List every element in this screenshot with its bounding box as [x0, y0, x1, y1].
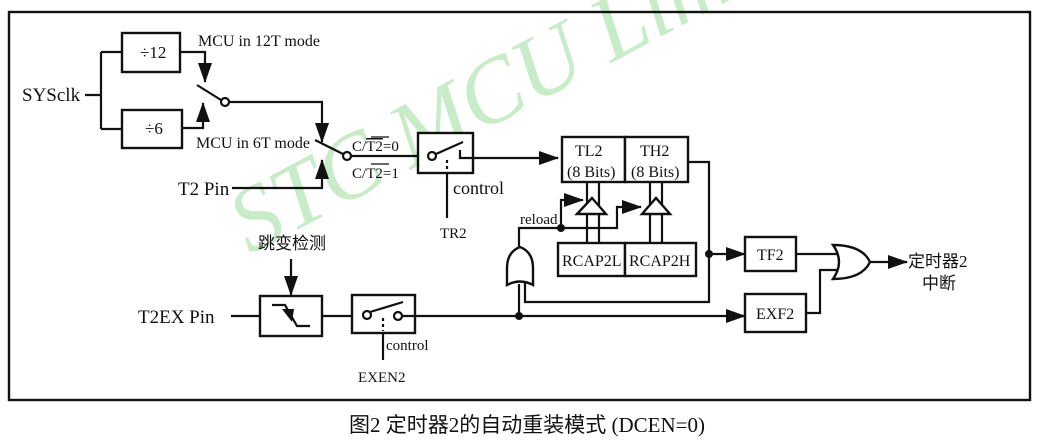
ct-switch-blade [314, 139, 344, 155]
ct1-label: C/T2=1 [352, 163, 399, 182]
sysclk-label: SYSclk [22, 85, 81, 106]
div12-label: ÷12 [140, 43, 166, 62]
reload-buffer-low [574, 196, 609, 216]
t2ex-label: T2EX Pin [138, 307, 215, 328]
th2-bits: (8 Bits) [631, 164, 679, 181]
t2pin-label: T2 Pin [178, 179, 230, 200]
diagram-frame [7, 10, 1032, 402]
reload-label: reload [520, 212, 558, 228]
tl2-label: TL2 [575, 143, 603, 160]
exf2-label: EXF2 [756, 306, 794, 323]
control2-label: control [386, 338, 429, 354]
exen2-switch-blade [369, 300, 404, 314]
div6-label: ÷6 [145, 119, 163, 138]
sysclk-wires [85, 50, 122, 131]
reload-buffer-high [639, 196, 673, 216]
exen2-switch-contact-in [361, 309, 373, 321]
tr2-switch-blade [435, 140, 464, 156]
exen2-switch-box [350, 293, 417, 335]
control1-label: control [453, 178, 504, 198]
rcap2h-register [623, 241, 698, 278]
th2-register [623, 135, 690, 184]
ct0-label: C/T2=0 [352, 136, 399, 155]
reload-junction [557, 224, 565, 232]
interrupt-label-2: 中断 [922, 274, 956, 293]
count-wire [458, 150, 559, 165]
overflow-wire [523, 160, 711, 304]
tr2-label: TR2 [440, 226, 467, 242]
edge-detect-label: 跳变检测 [258, 234, 326, 253]
tr2-switch-box [416, 131, 475, 175]
t2ex-junction [515, 312, 523, 320]
figure-caption: 图2 定时器2的自动重装模式 (DCEN=0) [349, 413, 705, 437]
exen2-switch-contact-out [392, 310, 404, 322]
mode6-label: MCU in 6T mode [196, 135, 310, 152]
svg-text:C/T2=1: C/T2=1 [352, 166, 399, 182]
rcap2h-label: RCAP2H [629, 253, 691, 270]
reload-wire-high [517, 200, 642, 250]
clock-wire [229, 100, 329, 143]
mode12-label: MCU in 12T mode [198, 33, 320, 50]
mode-switch-contact [219, 96, 231, 108]
div12-box [120, 31, 182, 74]
reload-wire-low [559, 193, 584, 228]
th2-label: TH2 [640, 143, 669, 160]
falling-edge-arrow-icon [282, 309, 294, 322]
tl2-bits: (8 Bits) [567, 164, 615, 181]
interrupt-label-1: 定时器2 [908, 252, 968, 271]
tr2-switch-contact [426, 150, 438, 162]
reload-or-gate [505, 245, 535, 288]
div6-box [120, 108, 184, 150]
tf2-label: TF2 [757, 247, 784, 264]
rcap2l-label: RCAP2L [562, 253, 622, 270]
mode-switch-blade [196, 84, 222, 101]
t2pin-wire [232, 159, 329, 190]
interrupt-or-gate [830, 243, 872, 281]
svg-text:C/T2=0: C/T2=0 [352, 139, 399, 155]
exen2-label: EXEN2 [358, 370, 406, 386]
div12-arrow [181, 50, 212, 83]
tl2-register [560, 135, 627, 184]
or-inputs [796, 252, 840, 315]
div6-arrow [183, 102, 210, 130]
ct-switch-contact [341, 150, 353, 162]
